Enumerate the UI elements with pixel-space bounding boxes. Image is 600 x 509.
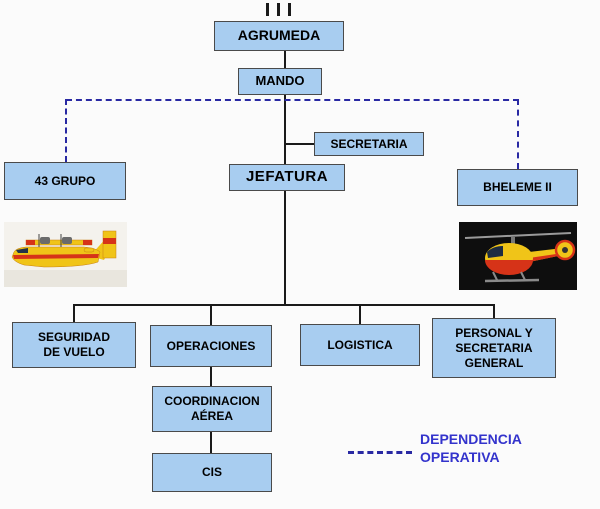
node-label: BHELEME II: [483, 180, 552, 194]
node-label: SEGURIDAD DE VUELO: [37, 330, 110, 359]
node-logistica: LOGISTICA: [300, 324, 420, 366]
helicopter-image: [459, 222, 577, 290]
node-label: CIS: [201, 465, 222, 479]
connector-line: [210, 304, 212, 325]
node-label: JEFATURA: [245, 168, 329, 186]
dashed-dependency-line: [65, 99, 67, 162]
node-cis: CIS: [152, 453, 272, 492]
node-seguridad-de-vuelo: SEGURIDAD DE VUELO: [12, 322, 136, 368]
dashed-dependency-line: [66, 99, 519, 101]
node-bheleme-ii: BHELEME II: [457, 169, 578, 206]
legend-label: DEPENDENCIA OPERATIVA: [420, 431, 522, 466]
connector-line: [74, 304, 494, 306]
node-label: 43 GRUPO: [34, 173, 96, 188]
connector-line: [284, 95, 286, 164]
node-agrumeda: AGRUMEDA: [214, 21, 344, 51]
node-secretaria: SECRETARIA: [314, 132, 424, 156]
node-operaciones: OPERACIONES: [150, 325, 272, 367]
connector-line: [73, 304, 75, 322]
node-label: LOGISTICA: [327, 337, 393, 352]
node-label: PERSONAL Y SECRETARIA GENERAL: [455, 325, 533, 370]
top-connector-tick: [288, 3, 291, 16]
legend-dashed-line-sample: [348, 451, 412, 454]
node-coordinacion-aerea: COORDINACION AÉREA: [152, 386, 272, 432]
connector-line: [493, 304, 495, 318]
node-label: AGRUMEDA: [237, 27, 321, 44]
node-43-grupo: 43 GRUPO: [4, 162, 126, 200]
connector-line: [286, 143, 314, 145]
connector-line: [284, 191, 286, 305]
node-label: COORDINACION AÉREA: [164, 394, 260, 423]
node-label: OPERACIONES: [166, 338, 256, 353]
top-connector-tick: [266, 3, 269, 16]
dashed-dependency-line: [517, 99, 519, 169]
node-mando: MANDO: [238, 68, 322, 95]
top-connector-tick: [277, 3, 280, 16]
connector-line: [210, 367, 212, 386]
connector-line: [359, 304, 361, 324]
node-label: SECRETARIA: [330, 136, 408, 151]
node-jefatura: JEFATURA: [229, 164, 345, 191]
node-label: MANDO: [255, 73, 305, 89]
node-personal-y-secretaria: PERSONAL Y SECRETARIA GENERAL: [432, 318, 556, 378]
connector-line: [210, 432, 212, 453]
seaplane-image: [4, 222, 127, 287]
connector-line: [284, 50, 286, 68]
